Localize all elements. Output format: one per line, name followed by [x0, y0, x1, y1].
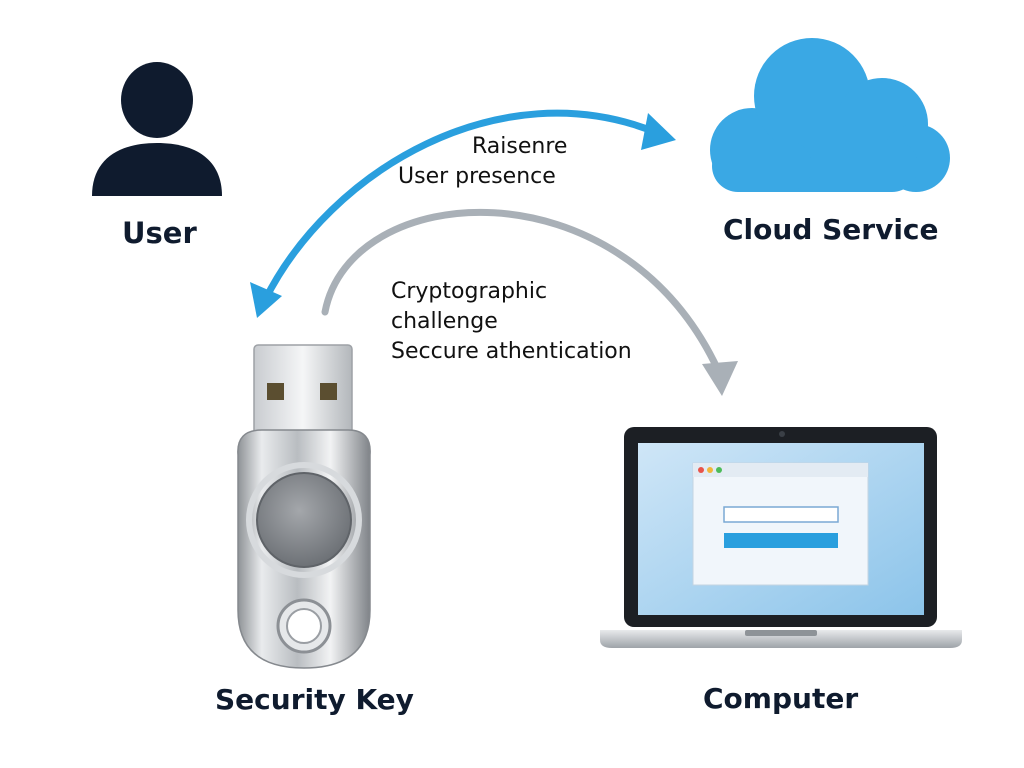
window-minimize-icon: [707, 467, 713, 473]
login-window: [692, 462, 869, 586]
gray-arrow-key-to-computer: [321, 208, 738, 396]
cloud-icon: [710, 38, 950, 192]
webcam: [779, 431, 785, 437]
security-key-label: Security Key: [215, 683, 414, 716]
usb-security-key-icon: [237, 344, 371, 669]
laptop-base: [600, 630, 962, 648]
touch-sensor: [256, 472, 352, 568]
annotation-middle-line1: Cryptographic: [391, 279, 548, 304]
keyring-hole: [286, 608, 322, 644]
blue-arrow-cloud-to-key: [250, 109, 676, 318]
user-silhouette-icon: [92, 62, 222, 196]
user-presence-annotation: Raisenre User presence: [398, 132, 567, 192]
annotation-top-line1: Raisenre: [472, 134, 568, 159]
login-submit-button: [724, 533, 838, 548]
annotation-middle-line3: Seccure athentication: [391, 339, 632, 364]
laptop-icon: [600, 427, 962, 648]
window-maximize-icon: [716, 467, 722, 473]
arrowhead-down-icon: [250, 282, 282, 318]
annotation-top-line2: User presence: [398, 164, 556, 189]
arrowhead-right-icon: [641, 113, 676, 150]
login-input-field: [723, 506, 839, 523]
laptop-touchpad-notch: [745, 630, 817, 636]
challenge-annotation: Cryptographic challenge Seccure athentic…: [391, 277, 632, 367]
window-close-icon: [698, 467, 704, 473]
computer-label: Computer: [703, 682, 859, 715]
arrowhead-gray-down-icon: [702, 361, 738, 396]
cloud-service-label: Cloud Service: [723, 213, 939, 246]
annotation-middle-line2: challenge: [391, 309, 498, 334]
user-label: User: [122, 216, 197, 250]
